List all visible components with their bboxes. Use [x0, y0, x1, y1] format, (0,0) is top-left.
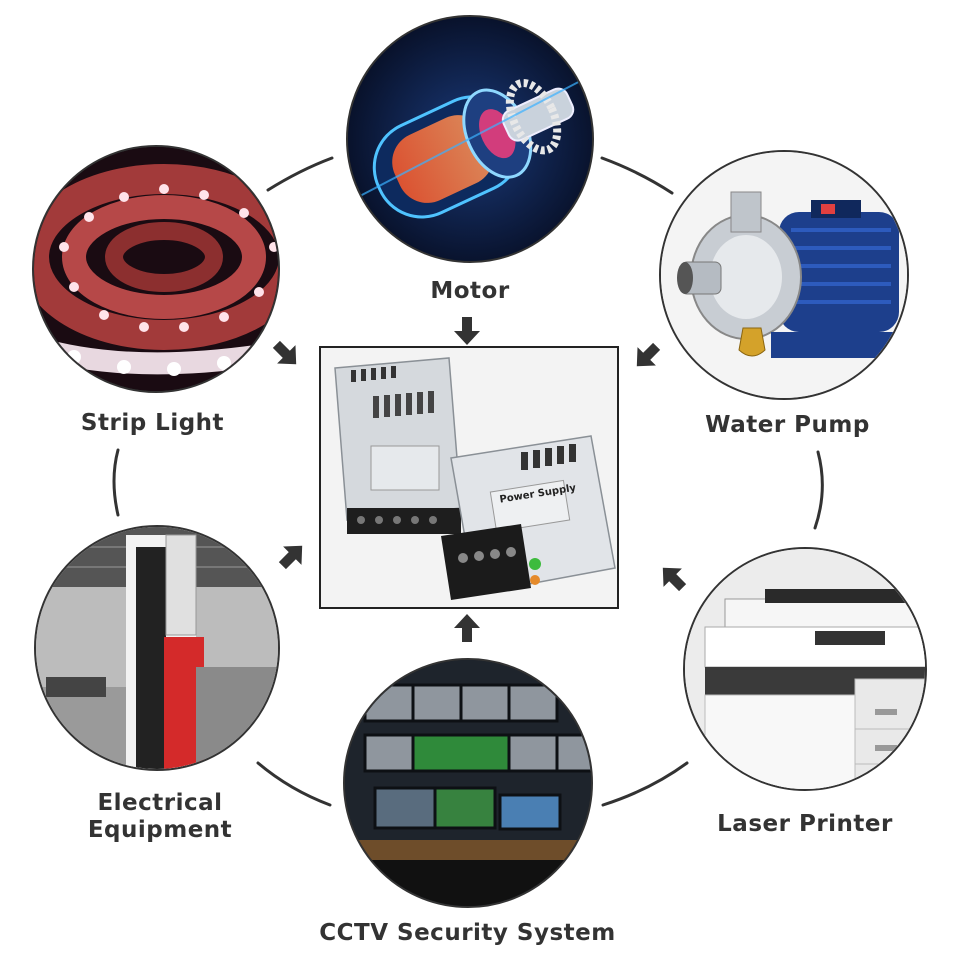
strip-light-image	[32, 145, 280, 393]
cctv-image	[343, 658, 593, 908]
arrow-cctv-icon	[454, 614, 480, 642]
water-pump-label: Water Pump	[705, 412, 870, 438]
arrow-motor-icon	[454, 317, 480, 345]
power-supply-image: Power Supply	[319, 346, 619, 609]
arc-cctv-elec	[256, 761, 332, 807]
arrow-electrical-icon	[278, 545, 303, 570]
laser-printer-image	[683, 547, 927, 791]
electrical-label-line1: Electrical	[97, 790, 223, 816]
arc-stripl-motor	[266, 156, 334, 192]
arrow-strip-light-icon	[272, 340, 297, 365]
arrow-laser-printer-icon	[662, 567, 687, 592]
arc-printer-cctv	[601, 761, 689, 807]
arc-pump-printer	[813, 450, 824, 530]
electrical-label-line2: Equipment	[87, 817, 233, 843]
strip-light-label: Strip Light	[80, 410, 225, 436]
electrical-equipment-label: Electrical Equipment	[60, 790, 260, 844]
arrow-water-pump-icon	[636, 342, 661, 367]
laser-printer-label: Laser Printer	[717, 811, 893, 837]
arc-elec-strip	[112, 448, 120, 517]
arc-motor-pump	[600, 156, 674, 195]
motor-label: Motor	[430, 278, 510, 304]
motor-image	[346, 15, 594, 263]
electrical-equipment-image	[34, 525, 280, 771]
cctv-label: CCTV Security System	[319, 920, 616, 946]
water-pump-image	[659, 150, 909, 400]
